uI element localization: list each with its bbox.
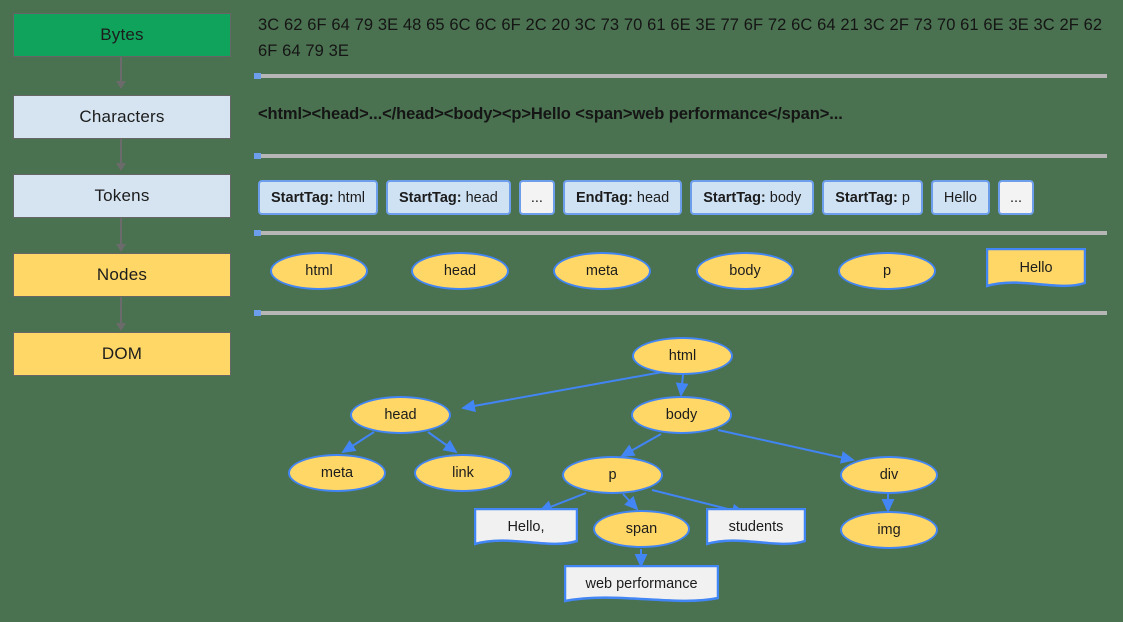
dom-tree-node-label: students [728,519,784,535]
pipeline-step-characters[interactable]: Characters [13,95,231,139]
token-chip[interactable]: StartTag: body [690,180,815,215]
token-chip[interactable]: ... [518,180,555,215]
dom-tree-node-label: link [452,465,474,481]
dom-tree-node[interactable]: web performance [564,565,719,607]
node-chip[interactable]: p [838,252,936,290]
pipeline-step-label: Nodes [96,265,148,284]
node-label: body [729,263,761,279]
token-value: body [765,189,802,206]
pipeline-arrow-1 [116,57,126,89]
token-kind: StartTag: [399,189,462,206]
pipeline-arrow-2 [116,139,126,171]
node-label: p [882,263,892,279]
bytes-hex-text: 3C 62 6F 64 79 3E 48 65 6C 6C 6F 2C 20 3… [258,16,1103,60]
nodes-row: html head meta body p Hello [258,246,1109,296]
divider-nodes-dom [254,310,1107,316]
node-chip[interactable]: Hello [986,248,1086,292]
dom-tree-node[interactable]: p [562,456,663,494]
token-value: html [333,189,365,206]
node-label: head [443,263,477,279]
dom-tree-node-label: span [625,521,658,537]
token-kind: StartTag: [271,189,334,206]
pipeline-step-bytes[interactable]: Bytes [13,13,231,57]
node-label: Hello [1019,260,1053,276]
pipeline-arrow-4 [116,297,126,331]
token-chip[interactable]: EndTag: head [562,180,683,215]
pipeline-arrow-3 [116,218,126,252]
dom-tree-node[interactable]: img [840,511,938,549]
token-chip[interactable]: StartTag: head [386,180,511,215]
token-value: ... [530,189,543,206]
pipeline-step-label: Tokens [94,186,150,205]
divider-characters-tokens [254,153,1107,159]
dom-tree-node-label: div [879,467,899,483]
dom-tree-node[interactable]: html [632,337,733,375]
dom-tree-node[interactable]: head [350,396,451,434]
token-chip[interactable]: ... [997,180,1035,215]
dom-tree-node[interactable]: meta [288,454,386,492]
token-value: Hello [943,189,977,206]
dom-tree-node-label: meta [320,465,354,481]
dom-tree-node-label: head [384,407,417,423]
divider-bytes-characters [254,73,1107,79]
divider-tokens-nodes [254,230,1107,236]
token-chip[interactable]: Hello [930,180,990,215]
pipeline-step-label: DOM [101,344,143,363]
dom-tree-node-label: Hello, [507,519,545,535]
dom-tree-node-label: p [608,467,617,483]
token-kind: StartTag: [703,189,766,206]
token-kind: EndTag: [575,189,633,206]
token-value: p [897,189,910,206]
pipeline-step-tokens[interactable]: Tokens [13,174,231,218]
token-chip[interactable]: StartTag: p [822,180,923,215]
node-chip[interactable]: meta [553,252,651,290]
dom-tree-node[interactable]: Hello, [474,508,578,550]
dom-tree-node-label: web performance [585,576,698,592]
node-chip[interactable]: body [696,252,794,290]
pipeline-step-label: Bytes [100,25,144,44]
token-value: head [632,189,670,206]
dom-tree-node[interactable]: div [840,456,938,494]
dom-tree-node-label: html [668,348,697,364]
pipeline-step-nodes[interactable]: Nodes [13,253,231,297]
pipeline-step-dom[interactable]: DOM [13,332,231,376]
token-kind: StartTag: [835,189,898,206]
dom-tree-node[interactable]: span [593,510,690,548]
dom-tree-node-label: body [665,407,698,423]
token-chip[interactable]: StartTag: html [258,180,378,215]
characters-markup-text: <html><head>...</head><body><p>Hello <sp… [258,105,843,123]
dom-tree-node-label: img [877,522,901,538]
pipeline-step-label: Characters [79,107,165,126]
node-chip[interactable]: html [270,252,368,290]
node-label: html [305,263,333,279]
dom-tree-node[interactable]: students [706,508,806,550]
dom-tree-node[interactable]: body [631,396,732,434]
dom-tree-node[interactable]: link [414,454,512,492]
token-value: ... [1009,189,1023,206]
token-value: head [461,189,498,206]
node-chip[interactable]: head [411,252,509,290]
node-label: meta [585,263,619,279]
